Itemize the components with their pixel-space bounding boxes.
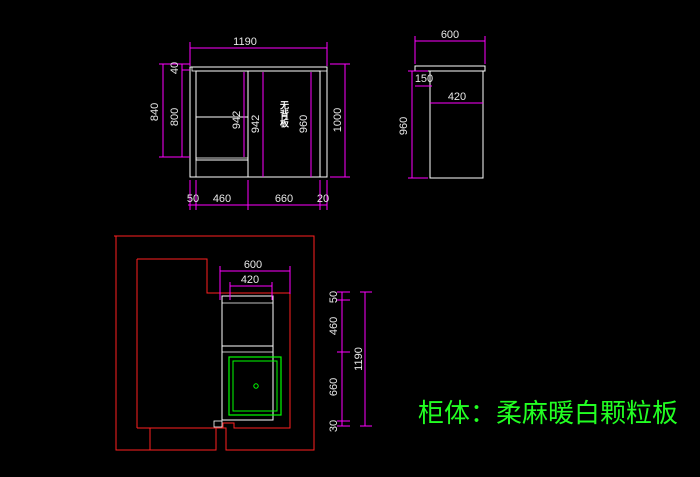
front-bottom-b-label: 460	[213, 193, 231, 205]
room-outer-wall	[114, 235, 315, 451]
front-left-height-inner-label: 800	[169, 108, 181, 126]
sink-outer	[228, 356, 282, 416]
plan-seg-b-label: 460	[328, 317, 340, 335]
plan-seg-c-label: 660	[328, 378, 340, 396]
plan-seg-d-label: 30	[328, 420, 340, 432]
plan-seg-a-label: 50	[328, 291, 340, 303]
front-right-height-label: 1000	[332, 108, 344, 132]
side-top-slab	[414, 65, 486, 72]
plan-view: 600 420 50 460 660 30 1190	[114, 235, 372, 451]
front-inner-right-label: 960	[298, 115, 310, 133]
room-inner-wall	[137, 258, 291, 450]
side-height-label: 960	[398, 117, 410, 135]
front-inner-mid-label: 942	[250, 115, 262, 133]
front-top-slab	[191, 66, 328, 72]
side-top-offset-label: 150	[415, 73, 433, 85]
plan-cabinet-outline	[221, 295, 274, 421]
side-cabinet-body	[429, 70, 484, 179]
front-bottom-c-label: 660	[275, 193, 293, 205]
plan-inner-width-label: 420	[241, 274, 259, 286]
side-view: 600 150 420 960	[398, 29, 486, 179]
front-inner-left-label: 942	[231, 111, 243, 129]
material-caption: 柜体：柔麻暖白颗粒板	[418, 399, 678, 429]
front-bottom-d-label: 20	[317, 193, 329, 205]
sink-drain-icon	[253, 383, 259, 389]
front-view: 1190 840 800 40 942 942 960 1000 无背板 50 …	[149, 36, 350, 210]
plan-top-width-label: 600	[244, 259, 262, 271]
front-left-top-label: 40	[169, 62, 181, 74]
front-top-width-label: 1190	[233, 36, 257, 48]
front-left-height-total-label: 840	[149, 103, 161, 121]
sink-inner	[232, 360, 278, 412]
front-bottom-a-label: 50	[187, 193, 199, 205]
side-inner-depth-label: 420	[448, 91, 466, 103]
plan-total-label: 1190	[353, 347, 365, 371]
front-left-plinth	[195, 157, 249, 178]
side-top-width-label: 600	[441, 29, 459, 41]
front-note-no-backboard: 无背板	[278, 100, 290, 128]
